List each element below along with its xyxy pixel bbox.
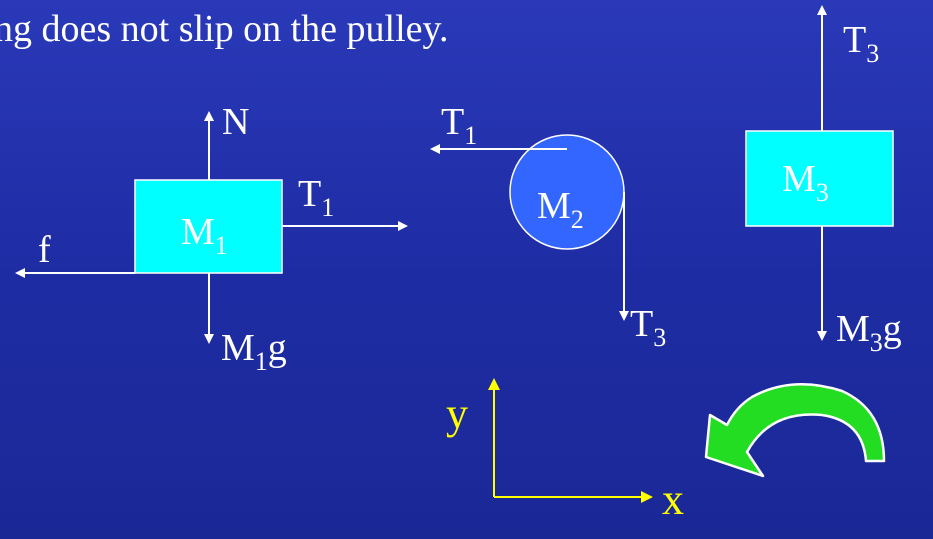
normal-force-label: N (222, 101, 249, 143)
tension-m3-label: T3 (843, 19, 879, 68)
friction-force-label: f (38, 229, 51, 271)
y-axis-label: y (446, 389, 468, 438)
tension-m1-label: T1 (298, 173, 334, 222)
slide-heading: ng does not slip on the pulley. (0, 8, 449, 50)
weight-m1-label: M1g (221, 327, 287, 376)
tension-pulley-t1-label: T1 (441, 101, 477, 150)
tension-pulley-t3-label: T3 (630, 303, 666, 352)
weight-m3-label: M3g (836, 308, 902, 357)
block-m1-label: M1 (181, 211, 228, 260)
block-m3 (745, 130, 894, 227)
counterclockwise-arrow-icon (704, 383, 886, 478)
pulley-m2-label: M2 (537, 185, 584, 234)
block-m3-label: M3 (782, 158, 829, 207)
x-axis-label: x (662, 475, 684, 524)
block-m1 (134, 179, 283, 274)
